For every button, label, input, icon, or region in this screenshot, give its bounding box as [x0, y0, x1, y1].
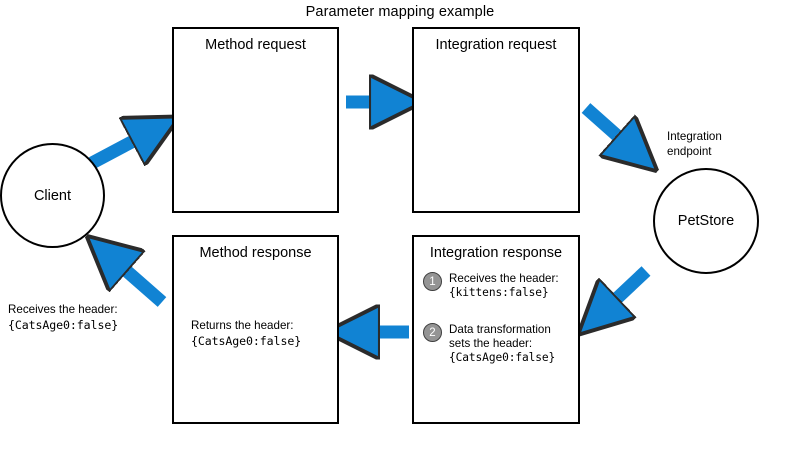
step-2-line-1: Data transformation: [449, 323, 551, 336]
node-petstore[interactable]: PetStore: [653, 168, 759, 274]
arrow-integration-request-to-endpoint: [581, 103, 639, 155]
client-note: Receives the header: {CatsAge0:false}: [8, 303, 168, 332]
method-response-body: Returns the header: {CatsAge0:false}: [191, 319, 301, 348]
arrow-method-response-to-client: [105, 252, 167, 307]
method-response-body-line2: {CatsAge0:false}: [191, 333, 302, 348]
step-number-badge-2: 2: [423, 323, 442, 342]
node-method-request[interactable]: Method request: [172, 27, 339, 213]
client-note-line1: Receives the header:: [8, 303, 118, 316]
node-petstore-label: PetStore: [677, 213, 735, 229]
node-client-label: Client: [33, 187, 72, 204]
method-response-body-line1: Returns the header:: [191, 319, 294, 332]
node-integration-request-title: Integration request: [435, 37, 557, 53]
node-integration-response-title: Integration response: [429, 245, 563, 261]
arrow-client-to-method-request: [88, 128, 158, 169]
step-1-line-2: {kittens:false}: [449, 286, 549, 300]
arrow-endpoint-to-integration-response: [596, 266, 651, 318]
integration-endpoint-caption-line1: Integration: [667, 130, 722, 143]
page-title: Parameter mapping example: [305, 4, 495, 20]
integration-response-step-1: 1 Receives the header: {kittens:false}: [423, 272, 559, 300]
step-2-line-3: {CatsAge0:false}: [449, 351, 556, 365]
node-integration-request[interactable]: Integration request: [412, 27, 580, 213]
node-method-request-title: Method request: [205, 37, 306, 53]
integration-response-step-2: 2 Data transformation sets the header: {…: [423, 323, 555, 366]
node-method-response[interactable]: Method response Returns the header: {Cat…: [172, 235, 339, 424]
integration-endpoint-caption: Integration endpoint: [667, 130, 787, 159]
step-1-line-1: Receives the header:: [449, 272, 559, 285]
client-note-line2: {CatsAge0:false}: [8, 317, 119, 332]
node-integration-response[interactable]: Integration response 1 Receives the head…: [412, 235, 580, 424]
step-number-badge-1: 1: [423, 272, 442, 291]
node-client[interactable]: Client: [0, 143, 105, 248]
step-2-line-2: sets the header:: [449, 337, 533, 351]
node-method-response-title: Method response: [199, 245, 312, 261]
step-text-2: Data transformation sets the header: {Ca…: [449, 323, 555, 366]
step-text-1: Receives the header: {kittens:false}: [449, 272, 559, 300]
integration-endpoint-caption-line2: endpoint: [667, 144, 712, 158]
